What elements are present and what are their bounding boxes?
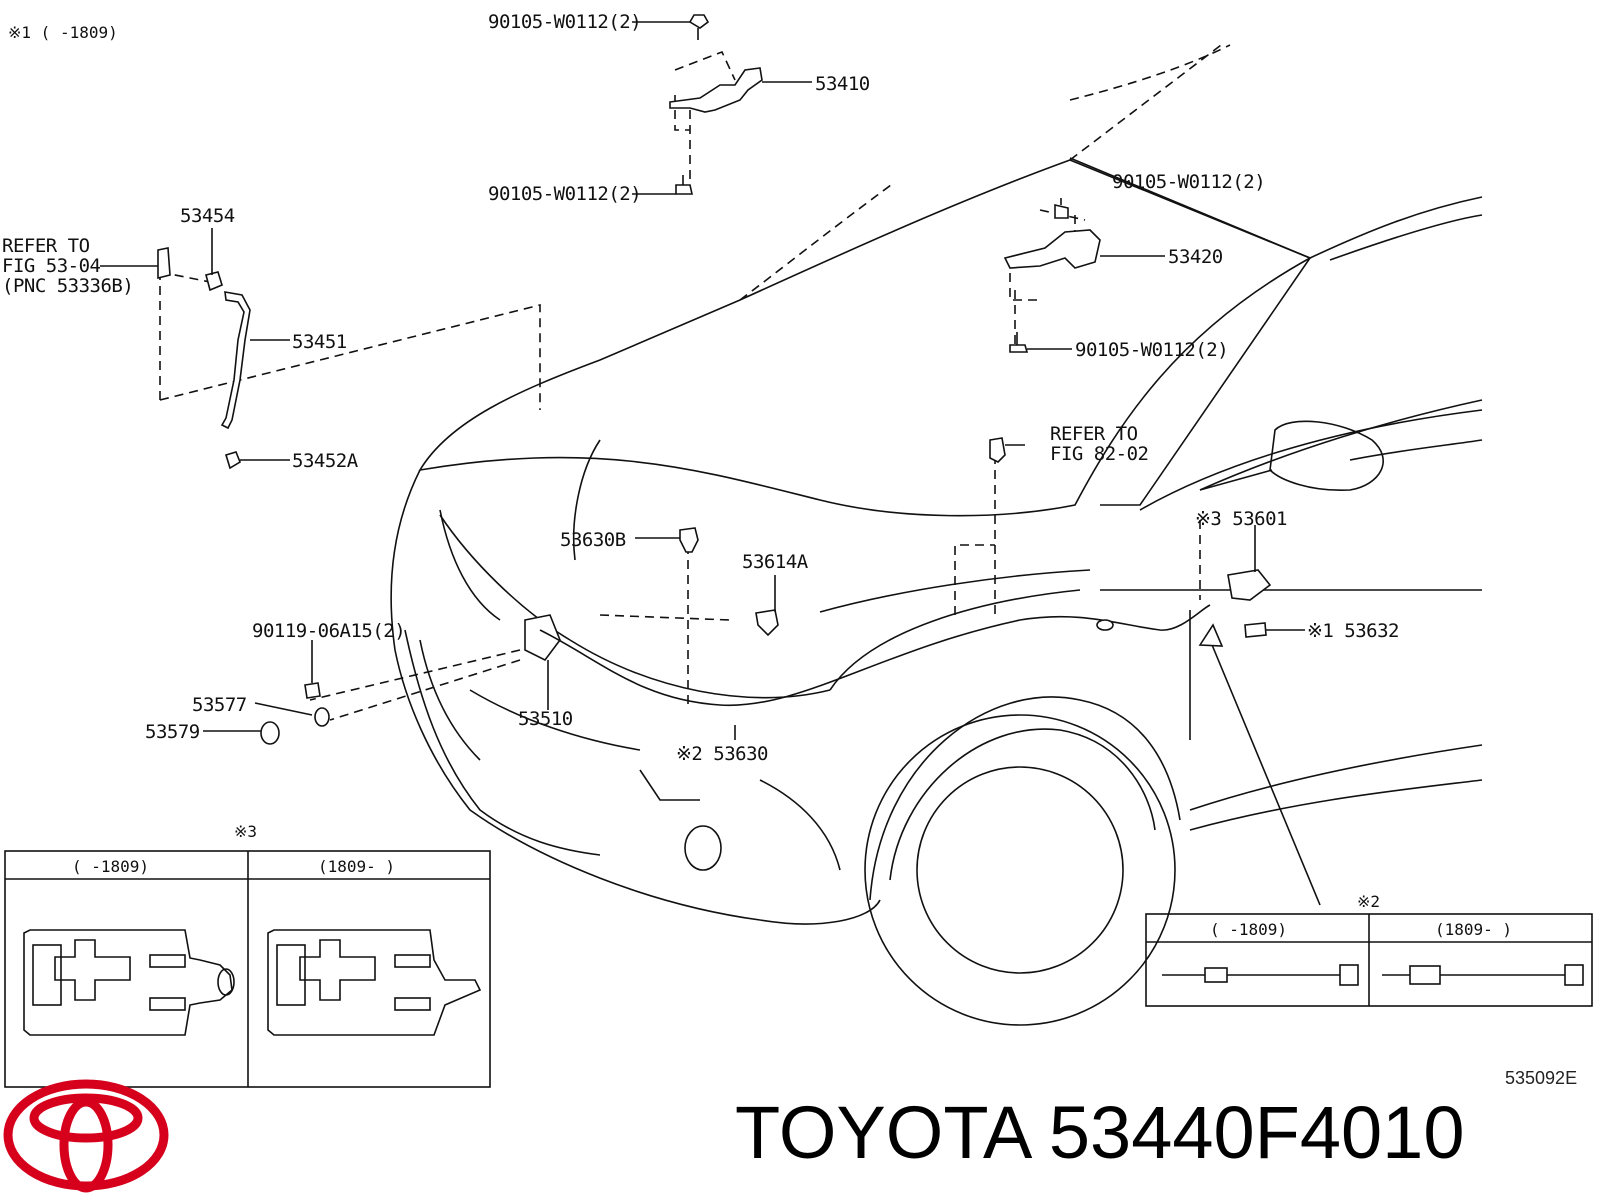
plug-53579 [260, 721, 280, 745]
callout-53454: 53454 [180, 205, 235, 227]
inset-2-mark: ※2 [1357, 892, 1380, 911]
refer-fig-53-04-line3: (PNC 53336B) [2, 275, 133, 297]
bolt-icon [304, 682, 321, 699]
callout-53452a: 53452A [292, 450, 359, 472]
callout-53577: 53577 [192, 694, 247, 716]
callout-53632: ※1 53632 [1307, 620, 1399, 642]
bracket-icon [157, 247, 171, 280]
cable-old-icon [1162, 964, 1359, 986]
parts [157, 14, 1321, 906]
lever-53601 [1227, 569, 1272, 601]
figure-code: 535092E [1505, 1068, 1578, 1088]
bolt-icon [675, 175, 693, 195]
cover-53632 [1244, 622, 1267, 638]
refer-fig-82-02-line2: FIG 82-02 [1050, 443, 1148, 465]
cable-new-icon [1382, 964, 1584, 986]
callout-53451: 53451 [292, 331, 347, 353]
inset-2: ※2 ( -1809) (1809- ) [1145, 892, 1593, 1007]
note-1809: ※1 ( -1809) [8, 23, 118, 42]
toyota-logo [3, 1079, 169, 1193]
bolt-icon [1009, 332, 1029, 353]
cushion-53577 [314, 707, 330, 727]
clip-53614a [755, 609, 779, 637]
callout-bolt-right-top: 90105-W0112(2) [1112, 171, 1265, 193]
callout-53579: 53579 [145, 721, 200, 743]
bolt-icon [1054, 198, 1069, 219]
bolt-icon [688, 14, 710, 40]
grommet-53452a [224, 451, 241, 470]
inset-3-mark: ※3 [234, 822, 257, 841]
callout-90119-06a15: 90119-06A15(2) [252, 620, 405, 642]
clip-53630b [679, 527, 699, 553]
cushion-icon [989, 437, 1006, 463]
callout-53601: ※3 53601 [1195, 508, 1287, 530]
lock-53510 [524, 614, 561, 662]
hinge-53420 [1003, 229, 1101, 269]
callout-53420: 53420 [1168, 246, 1223, 268]
leader-lines [100, 21, 1305, 740]
inset-3-col2: (1809- ) [318, 857, 395, 876]
refer-fig-53-04-line2: FIG 53-04 [2, 255, 101, 277]
inset-2-col1: ( -1809) [1210, 920, 1287, 939]
callout-53614a: 53614A [742, 551, 809, 573]
holder-53454 [205, 271, 223, 292]
callout-bolt-mid: 90105-W0112(2) [488, 183, 641, 205]
refer-fig-82-02-line1: REFER TO [1050, 423, 1138, 445]
inset-2-col2: (1809- ) [1435, 920, 1512, 939]
callout-53510: 53510 [518, 708, 573, 730]
callout-53410: 53410 [815, 73, 870, 95]
prop-rod-53451 [220, 291, 251, 430]
brand-part-number: TOYOTA 53440F4010 [735, 1091, 1465, 1174]
labels: ※1 ( -1809) 90105-W0112(2) 53410 90105-W… [2, 11, 1400, 765]
inset-3-col1: ( -1809) [72, 857, 149, 876]
lever-old-icon [23, 929, 235, 1036]
callout-53630b: 53630B [560, 529, 626, 551]
inset-3: ※3 ( -1809) (1809- ) [4, 822, 491, 1088]
cable-53630 [539, 604, 1211, 707]
callout-bolt-top: 90105-W0112(2) [488, 11, 641, 33]
callout-53630: ※2 53630 [676, 743, 768, 765]
refer-fig-53-04-line1: REFER TO [2, 235, 90, 257]
callout-bolt-right-bottom: 90105-W0112(2) [1075, 339, 1228, 361]
hinge-53410 [669, 67, 763, 113]
lever-new-icon [267, 929, 482, 1036]
